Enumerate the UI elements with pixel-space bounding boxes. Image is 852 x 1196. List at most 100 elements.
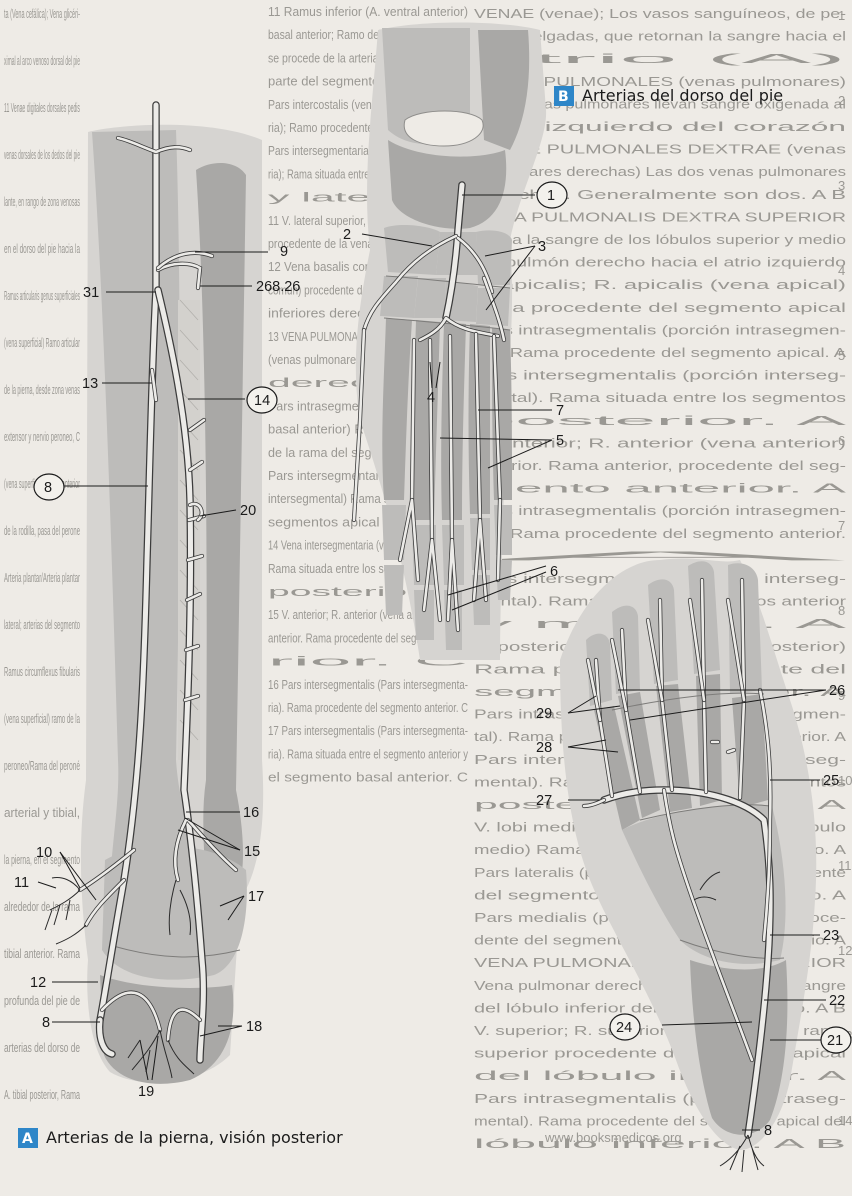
caption-a-text: Arterias de la pierna, visión posterior	[46, 1128, 343, 1147]
background-text-line: en el dorso del pie hacia la	[4, 241, 80, 256]
background-text-line: 17 Pars intersegmentalis (Pars intersegm…	[268, 723, 468, 738]
background-text-line: Ramus articularis genus superficiales	[4, 288, 80, 303]
label-19: 19	[138, 1084, 154, 1100]
label-1: 1	[547, 188, 555, 204]
background-text-line: el segmento basal anterior. C	[268, 770, 468, 785]
label-5: 5	[556, 433, 564, 449]
background-text-line: V. anterior; R. anterior (vena anterior)	[474, 435, 846, 450]
label-8-c: 8	[764, 1123, 772, 1139]
caption-b: B Arterias del dorso del pie	[554, 86, 783, 106]
label-25: 25	[823, 773, 839, 789]
caption-b-text: Arterias del dorso del pie	[582, 86, 783, 105]
label-21: 21	[827, 1033, 843, 1049]
background-text-line: anterior. Rama anterior, procedente del …	[474, 458, 846, 473]
background-text-line: arterias del dorso de	[4, 1040, 80, 1055]
talar-head	[404, 111, 483, 146]
background-text-line: Ramus circumflexus fibularis	[4, 664, 80, 679]
background-text-line: Drena la sangre de los lóbulos superior …	[474, 232, 846, 247]
background-text-line: 11 Ramus inferior (A. ventral anterior)	[268, 4, 468, 19]
background-text-line: Arteria plantar/Arteria plantar	[4, 570, 80, 585]
background-page-number: 12	[838, 943, 852, 958]
label-4: 4	[427, 390, 435, 406]
background-page-number: 5	[838, 348, 845, 363]
label-15: 15	[244, 844, 260, 860]
label-14: 14	[254, 393, 270, 409]
label-7: 7	[556, 403, 564, 419]
background-page-number: 6	[838, 433, 845, 448]
background-text-line: V. apicalis; R. apicalis (vena apical)	[474, 277, 846, 292]
background-page-number: 3	[838, 178, 845, 193]
label-23: 23	[823, 928, 839, 944]
background-text-line: lateral; arterias del segmento	[4, 617, 80, 632]
background-text-line: peroneo/Rama del peroné	[4, 758, 80, 773]
background-text-line: ria). Rama procedente del segmento anter…	[268, 700, 468, 715]
background-text-line: VENAE (venae); Los vasos sanguíneos, de …	[474, 6, 846, 21]
background-text-line: tal). Rama procedente del segmento anter…	[474, 526, 846, 541]
background-text-line: mental). Rama procedente del segmento ap…	[474, 1113, 846, 1128]
background-text-line: derechas. Generalmente son dos. A B	[474, 187, 846, 202]
background-page-number: 1	[838, 8, 845, 23]
background-page-number: 14	[838, 1113, 852, 1128]
label-22: 22	[829, 993, 845, 1009]
background-text-line: posterior. A	[474, 413, 848, 428]
label-13: 13	[82, 376, 98, 392]
background-page-number: 8	[838, 603, 845, 618]
background-page-number: 4	[838, 263, 845, 278]
caption-a: A Arterias de la pierna, visión posterio…	[18, 1128, 343, 1148]
label-2: 2	[343, 227, 351, 243]
background-text-line: 11 Venae digitales dorsales pedis	[4, 100, 80, 115]
background-text-line: (vena superficial) Ramo articular	[4, 335, 80, 350]
label-9: 9	[280, 244, 288, 260]
background-text-line: Pars intrasegmentalis (porción intrasegm…	[474, 322, 846, 337]
label-26: 26	[829, 683, 845, 699]
background-text-line: ximal al arco venoso dorsal del pie	[4, 53, 80, 68]
background-text-line: profunda del pie de	[4, 993, 80, 1008]
background-page-number: 7	[838, 518, 845, 533]
label-31: 31	[83, 285, 99, 301]
background-text-line: venas dorsales de los dedos del pie	[4, 147, 80, 162]
background-text-line: mento anterior. A	[474, 481, 847, 496]
label-3: 3	[538, 239, 546, 255]
background-text-line: tibial anterior. Rama	[4, 946, 80, 961]
background-text-line: del pulmón derecho hacia el atrio izquie…	[474, 255, 846, 270]
label-6: 6	[550, 564, 558, 580]
label-268-26: 268.26	[256, 279, 300, 295]
label-16: 16	[243, 805, 259, 821]
background-text-line: (vena superficial) ramo de la	[4, 711, 80, 726]
label-27: 27	[536, 793, 552, 809]
background-text-line: 16 Pars intersegmentalis (Pars intersegm…	[268, 677, 468, 692]
background-text-line: lante, en rango de zona venosas	[4, 194, 80, 209]
background-page-number: 10	[838, 773, 852, 788]
caption-b-letter: B	[558, 89, 569, 105]
label-12: 12	[30, 975, 46, 991]
background-text-line: de la rodilla, pasa del perone	[4, 523, 80, 538]
label-10: 10	[36, 845, 52, 861]
background-text-line: VENA PULMONALIS DEXTRA SUPERIOR	[474, 209, 846, 224]
background-text-line: tal). Rama procedente del segmento apica…	[474, 345, 846, 360]
background-footer: www.booksmedicos.org	[544, 1130, 682, 1145]
background-text-line: rama procedente del segmento apical	[474, 300, 846, 315]
label-29: 29	[536, 706, 552, 722]
label-17: 17	[248, 889, 264, 905]
background-text-line: extensor y nervio peroneo, C	[4, 429, 80, 444]
caption-a-letter: A	[22, 1131, 33, 1147]
background-text-line: A. tibial posterior, Rama	[4, 1087, 80, 1102]
label-20: 20	[240, 503, 256, 519]
background-text-line: Pars intrasegmentalis (porción intraseg-	[474, 1091, 846, 1106]
label-8-a: 8	[44, 480, 52, 496]
background-text-line: arterial y tibial,	[4, 805, 80, 820]
background-text-line: ria). Rama situada entre el segmento ant…	[268, 746, 468, 761]
background-text-line: Pars intrasegmentalis (porción intrasegm…	[474, 503, 846, 518]
label-11: 11	[14, 875, 29, 891]
background-text-line: mental). Rama situada entre los segmento…	[474, 390, 847, 405]
label-18: 18	[246, 1019, 262, 1035]
label-8-b: 8	[42, 1015, 50, 1031]
background-text-line: ta (Vena cefálica); Vena glicéri-	[4, 6, 80, 21]
label-28: 28	[536, 740, 552, 756]
background-page-number: 2	[838, 93, 845, 108]
background-page-number: 11	[838, 858, 852, 873]
background-text-line: de la pierna, desde zona venas	[4, 382, 80, 397]
background-text-line: Pars intersegmentalis (porción interseg-	[474, 368, 846, 383]
label-24: 24	[616, 1020, 632, 1036]
